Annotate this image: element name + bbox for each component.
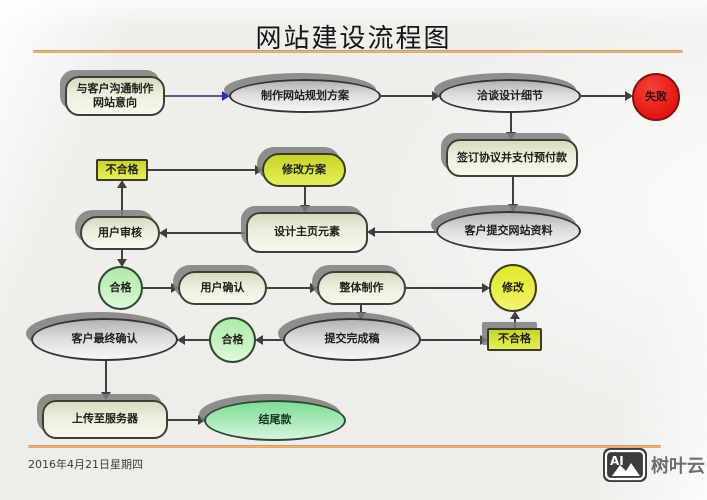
node-label: 用户审核 xyxy=(98,225,142,239)
arrowhead-left-icon xyxy=(255,335,263,345)
node-label: 客户提交网站资料 xyxy=(464,223,553,237)
node-upload: 上传至服务器 xyxy=(42,400,168,439)
node-fail: 失败 xyxy=(632,73,680,121)
node-revise-plan: 修改方案 xyxy=(262,153,346,187)
node-pass2: 合格 xyxy=(209,317,256,363)
node-confirm: 用户确认 xyxy=(178,271,267,305)
connector-materials-to-design xyxy=(367,227,436,237)
connector-design-to-review xyxy=(159,228,245,238)
node-revise2: 修改 xyxy=(489,264,537,312)
node-build: 整体制作 xyxy=(317,271,406,305)
connector-plan-to-details xyxy=(381,91,440,101)
arrowhead-up-icon xyxy=(117,180,127,188)
connector-submit-final-to-reject2 xyxy=(421,335,488,345)
arrowhead-right-icon xyxy=(171,283,179,293)
connector-start-to-plan xyxy=(165,91,230,101)
connector-submit-final-to-pass2 xyxy=(255,335,283,345)
connector-pass1-to-confirm xyxy=(143,283,179,293)
arrowhead-right-icon xyxy=(222,91,230,101)
arrowhead-down-icon xyxy=(506,132,516,140)
arrowhead-left-icon xyxy=(159,228,167,238)
node-label: 设计主页元素 xyxy=(274,225,340,239)
node-label: 用户确认 xyxy=(200,280,245,294)
arrowhead-right-icon xyxy=(432,91,440,101)
node-label: 不合格 xyxy=(498,332,531,346)
arrowhead-down-icon xyxy=(300,205,310,213)
connector-reject2-to-revise2 xyxy=(510,311,520,328)
node-label: 结尾款 xyxy=(258,413,292,427)
node-label: 修改方案 xyxy=(282,162,326,176)
node-submit-final: 提交完成稿 xyxy=(283,318,421,361)
node-design: 设计主页元素 xyxy=(246,212,368,253)
node-label: 不合格 xyxy=(105,162,139,176)
connector-final-confirm-to-upload xyxy=(101,361,111,400)
node-label: 失败 xyxy=(645,89,667,103)
node-pass1: 合格 xyxy=(98,266,143,310)
node-label: 提交完成稿 xyxy=(324,332,380,346)
ai-image-logo-icon: AI xyxy=(603,448,647,482)
arrowhead-left-icon xyxy=(177,335,185,345)
node-label: 客户最终确认 xyxy=(71,332,138,346)
connector-sign-to-materials xyxy=(508,177,518,212)
node-label: 上传至服务器 xyxy=(72,412,138,426)
node-payment: 结尾款 xyxy=(204,400,346,441)
arrowhead-right-icon xyxy=(310,283,318,293)
arrowhead-down-icon xyxy=(117,259,127,267)
connector-details-to-fail xyxy=(581,91,633,101)
connector-reject1-to-revise-plan xyxy=(148,165,263,175)
arrowhead-up-icon xyxy=(510,311,520,319)
connector-review-to-pass1 xyxy=(117,250,127,267)
slide-date: 2016年4月21日星期四 xyxy=(28,458,143,471)
title-underline xyxy=(33,50,683,53)
connector-revise-plan-to-design xyxy=(300,187,310,213)
connector-pass2-to-final-confirm xyxy=(177,335,209,345)
node-label: 合格 xyxy=(109,280,132,294)
node-sign: 签订协议并支付预付款 xyxy=(446,139,578,177)
watermark-text: 树叶云 xyxy=(651,456,705,477)
connector-build-to-submit-final xyxy=(356,305,366,320)
node-label: 合格 xyxy=(221,332,244,346)
node-label: 修改 xyxy=(502,280,524,294)
page-title: 网站建设流程图 xyxy=(255,24,452,54)
node-label: 签订协议并支付预付款 xyxy=(457,150,567,164)
node-final-confirm: 客户最终确认 xyxy=(31,318,178,361)
arrowhead-right-icon xyxy=(480,335,488,345)
node-review: 用户审核 xyxy=(80,216,160,250)
node-label: 制作网站规划方案 xyxy=(261,88,349,102)
svg-text:AI: AI xyxy=(610,454,624,468)
connector-upload-to-payment xyxy=(168,415,206,425)
arrowhead-down-icon xyxy=(508,204,518,212)
node-label: 整体制作 xyxy=(339,280,384,294)
node-plan: 制作网站规划方案 xyxy=(229,79,381,113)
node-start: 与客户沟通制作网站意向 xyxy=(65,76,165,116)
arrowhead-right-icon xyxy=(255,165,263,175)
connector-details-to-sign xyxy=(506,113,516,140)
node-reject2: 不合格 xyxy=(487,328,542,351)
arrowhead-right-icon xyxy=(198,415,206,425)
connector-build-to-revise2 xyxy=(406,283,490,293)
connector-review-to-reject1 xyxy=(117,180,127,216)
footer-rule xyxy=(28,445,661,448)
node-label: 洽谈设计细节 xyxy=(477,88,543,102)
arrowhead-left-icon xyxy=(367,227,375,237)
arrowhead-right-icon xyxy=(482,283,490,293)
node-label: 与客户沟通制作网站意向 xyxy=(76,81,154,109)
watermark: AI 树叶云 xyxy=(603,448,705,482)
arrowhead-down-icon xyxy=(356,312,366,320)
arrowhead-right-icon xyxy=(625,91,633,101)
node-details: 洽谈设计细节 xyxy=(439,79,581,113)
connector-confirm-to-build xyxy=(267,283,318,293)
node-materials: 客户提交网站资料 xyxy=(436,211,581,251)
node-reject1: 不合格 xyxy=(96,159,148,181)
arrowhead-down-icon xyxy=(101,392,111,400)
